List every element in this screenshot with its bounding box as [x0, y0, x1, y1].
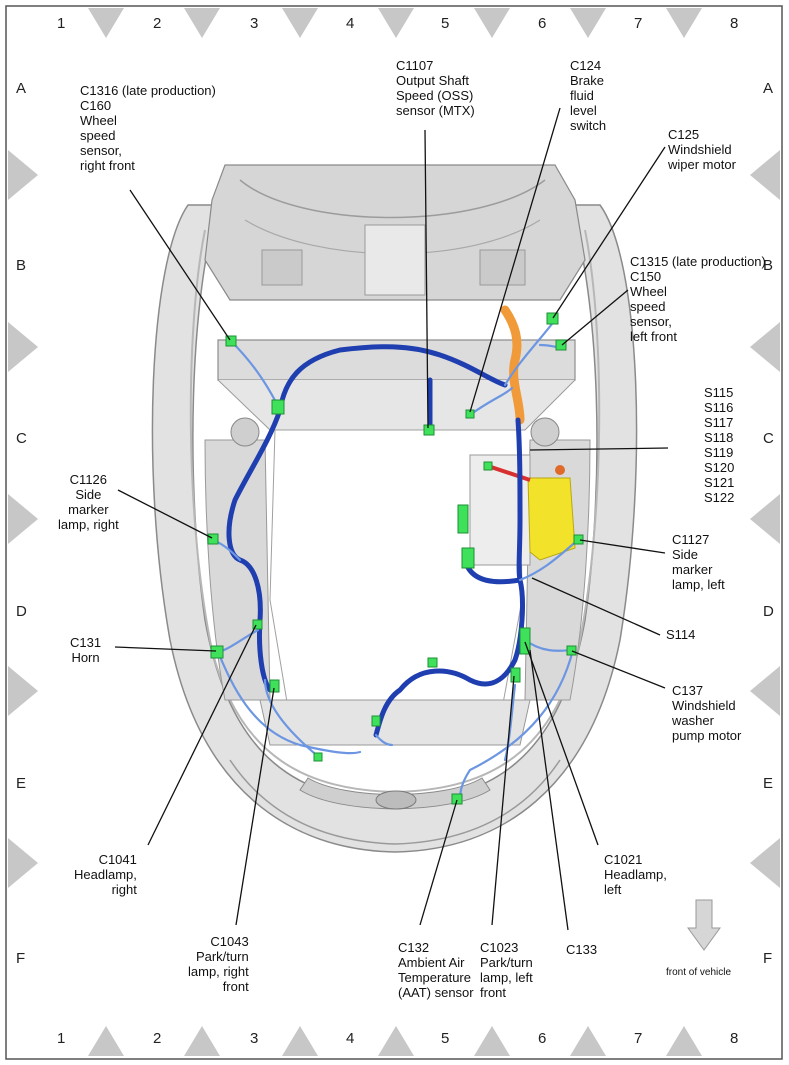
grid-col-5-bottom: 5	[441, 1030, 450, 1047]
grid-col-7-bottom: 7	[634, 1030, 643, 1047]
label-c133: C133	[566, 942, 598, 957]
grid-row-a-left: A	[16, 80, 27, 97]
grid-row-c-right: C	[763, 430, 774, 447]
label-c1127: C1127 Side marker lamp, left	[672, 532, 725, 592]
label-c1315-c150: C1315 (late production) C150 Wheel speed…	[630, 254, 766, 344]
c1126-connector	[207, 533, 219, 545]
grid-col-3-bottom: 3	[250, 1030, 259, 1047]
battery-connector	[461, 547, 475, 569]
label-c1043: C1043 Park/turn lamp, right front	[188, 934, 249, 994]
grid-row-b-right: B	[763, 257, 774, 274]
grid-row-f-left: F	[16, 950, 26, 967]
label-c137: C137 Windshield washer pump motor	[672, 683, 742, 743]
c1107-connector	[423, 424, 435, 436]
brake-fluid-reservoir-tube	[500, 305, 525, 425]
side-connector	[313, 752, 323, 762]
grid-col-1-bottom: 1	[57, 1030, 66, 1047]
grid-markers-bottom	[88, 1026, 702, 1056]
connector-markers	[207, 312, 584, 805]
label-s114: S114	[666, 627, 696, 642]
grid-row-e-left: E	[16, 775, 27, 792]
label-c125: C125 Windshield wiper motor	[668, 127, 736, 172]
label-c1126: C1126 Side marker lamp, right	[58, 472, 119, 532]
grid-col-4-top: 4	[346, 15, 355, 32]
grid-row-d-left: D	[16, 603, 27, 620]
callout-leaders	[114, 107, 669, 931]
c125-connector	[546, 312, 559, 325]
battery-junction-box	[527, 477, 576, 561]
label-c1021: C1021 Headlamp, left	[604, 852, 667, 897]
fuse-box-connector	[457, 504, 469, 534]
grid-markers-right	[750, 150, 780, 888]
grid-col-5-top: 5	[441, 15, 450, 32]
label-c132: C132 Ambient Air Temperature (AAT) senso…	[398, 940, 474, 1000]
front-arrow-icon	[687, 899, 721, 951]
battery-post-connector	[483, 461, 493, 471]
label-c1107: C1107 Output Shaft Speed (OSS) sensor (M…	[396, 58, 475, 118]
grid-row-e-right: E	[763, 775, 774, 792]
grid-col-3-top: 3	[250, 15, 259, 32]
label-front-of-vehicle: front of vehicle	[666, 967, 732, 978]
grid-col-2-bottom: 2	[153, 1030, 162, 1047]
vehicle-front-end	[151, 164, 638, 853]
label-c124: C124 Brake fluid level switch	[570, 58, 607, 133]
label-c1316-c160: C1316 (late production) C160 Wheel speed…	[80, 83, 216, 173]
grid-row-b-left: B	[16, 257, 27, 274]
c132-connector	[451, 793, 463, 805]
c160-connector	[225, 335, 237, 347]
grid-col-1-top: 1	[57, 15, 66, 32]
c1041-junction-connector	[271, 399, 285, 415]
engine-connector	[427, 657, 438, 668]
c1041-connector	[252, 619, 263, 630]
c1023-connector	[510, 667, 521, 683]
grid-row-f-right: F	[763, 950, 773, 967]
grid-markers-left	[8, 150, 38, 888]
grid-row-d-right: D	[763, 603, 774, 620]
grid-col-6-bottom: 6	[538, 1030, 547, 1047]
fuse-box-post	[555, 465, 565, 475]
grid-col-8-bottom: 8	[730, 1030, 739, 1047]
grid-markers-top	[88, 8, 702, 38]
battery-cable	[487, 464, 531, 482]
label-c131: C131 Horn	[70, 635, 102, 665]
grid-col-7-top: 7	[634, 15, 643, 32]
label-c1023: C1023 Park/turn lamp, left front	[480, 940, 533, 1000]
label-splices: S115 S116 S117 S118 S119 S120 S121 S122	[704, 385, 735, 505]
c1043-connector	[269, 679, 280, 693]
c137-connector	[566, 645, 577, 656]
grid-col-8-top: 8	[730, 15, 739, 32]
grid-col-6-top: 6	[538, 15, 547, 32]
c131-connector	[210, 645, 224, 659]
c1021-connector	[519, 627, 531, 655]
c1127-connector	[573, 534, 584, 545]
label-c1041: C1041 Headlamp, right	[74, 852, 137, 897]
lower-connector	[371, 715, 381, 727]
grid-col-2-top: 2	[153, 15, 162, 32]
main-wiring-harness	[226, 344, 525, 738]
grid-row-a-right: A	[763, 80, 774, 97]
badge-emblem	[375, 790, 417, 810]
grid-col-4-bottom: 4	[346, 1030, 355, 1047]
grid-row-c-left: C	[16, 430, 27, 447]
c150-connector	[555, 339, 567, 351]
